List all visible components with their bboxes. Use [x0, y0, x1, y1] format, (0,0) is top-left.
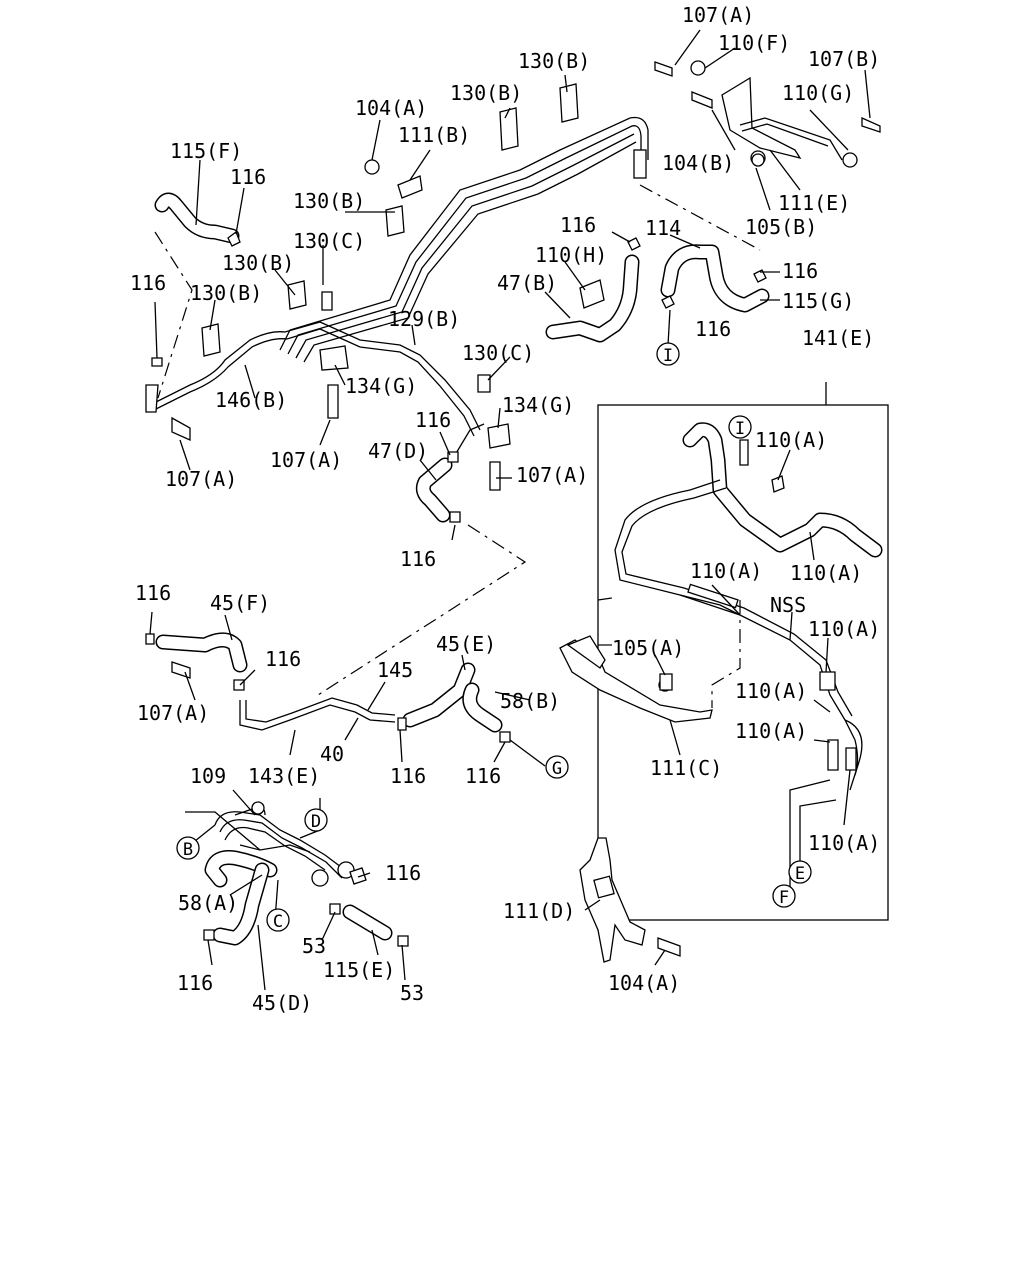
label-107a-r: 107(A): [516, 463, 588, 487]
label-110a-5: 110(A): [735, 679, 807, 703]
assembly-109: [214, 801, 355, 887]
label-145: 145: [377, 658, 413, 682]
callout-markers: I I G D B C E F: [176, 342, 812, 932]
connector-lines: [154, 184, 761, 708]
label-104a-bot: 104(A): [608, 971, 680, 995]
label-110g: 110(G): [782, 81, 854, 105]
tube-141e-loop: [614, 479, 859, 776]
tube-146b: [149, 321, 481, 431]
label-110a-4: 110(A): [808, 617, 880, 641]
label-130b-4: 130(B): [222, 251, 294, 275]
label-53-2: 53: [400, 981, 424, 1005]
svg-text:I: I: [663, 346, 673, 366]
label-114: 114: [645, 216, 681, 240]
label-143e: 143(E): [248, 764, 320, 788]
label-107b: 107(B): [808, 47, 880, 71]
label-130c-2: 130(C): [462, 341, 534, 365]
label-111e: 111(E): [778, 191, 850, 215]
label-116-d: 116: [130, 271, 166, 295]
svg-text:E: E: [795, 864, 805, 884]
label-130b-2: 130(B): [450, 81, 522, 105]
label-130b-1: 130(B): [518, 49, 590, 73]
label-116-e: 116: [695, 317, 731, 341]
label-40: 40: [320, 742, 344, 766]
label-107a-left: 107(A): [165, 467, 237, 491]
label-134g-2: 134(G): [502, 393, 574, 417]
label-45f: 45(F): [210, 591, 270, 615]
label-111d: 111(D): [503, 899, 575, 923]
label-110a-3: 110(A): [790, 561, 862, 585]
label-107a-top: 107(A): [682, 3, 754, 27]
callout-d: D: [304, 808, 328, 832]
tube-143e: [239, 700, 396, 731]
label-141e: 141(E): [802, 326, 874, 350]
label-107a-low: 107(A): [137, 701, 209, 725]
label-110f: 110(F): [718, 31, 790, 55]
label-116-i: 116: [265, 647, 301, 671]
label-116-a: 116: [230, 165, 266, 189]
callout-i-top: I: [656, 342, 680, 366]
svg-text:I: I: [735, 419, 745, 439]
label-130b-3: 130(B): [293, 189, 365, 213]
label-111c: 111(C): [650, 756, 722, 780]
label-104b: 104(B): [662, 151, 734, 175]
callout-c: C: [266, 908, 290, 932]
label-110a-7: 110(A): [808, 831, 880, 855]
label-110a-6: 110(A): [735, 719, 807, 743]
label-116-j: 116: [390, 764, 426, 788]
label-105b: 105(B): [745, 215, 817, 239]
label-146b: 146(B): [215, 388, 287, 412]
label-109: 109: [190, 764, 226, 788]
label-134g-1: 134(G): [345, 374, 417, 398]
callout-b: B: [176, 836, 200, 860]
label-129b: 129(B): [388, 307, 460, 331]
callout-f: F: [772, 884, 796, 908]
tube-end-fitting: [633, 149, 647, 179]
label-115f: 115(F): [170, 139, 242, 163]
label-115e: 115(E): [323, 958, 395, 982]
main-tube-assembly: [279, 116, 649, 363]
label-45e: 45(E): [436, 632, 496, 656]
label-104a-top: 104(A): [355, 96, 427, 120]
label-110h: 110(H): [535, 243, 607, 267]
leader-lines: [149, 29, 871, 991]
label-116-f: 116: [415, 408, 451, 432]
label-111b: 111(B): [398, 123, 470, 147]
bracket-111d: [579, 837, 646, 963]
label-110a-2: 110(A): [690, 559, 762, 583]
label-115g: 115(G): [782, 289, 854, 313]
label-116-l: 116: [385, 861, 421, 885]
label-116-b: 116: [560, 213, 596, 237]
label-105a: 105(A): [612, 636, 684, 660]
label-116-g: 116: [400, 547, 436, 571]
label-130b-5: 130(B): [190, 281, 262, 305]
label-110a-1: 110(A): [755, 428, 827, 452]
label-47d: 47(D): [368, 439, 428, 463]
label-45d: 45(D): [252, 991, 312, 1015]
label-116-h: 116: [135, 581, 171, 605]
svg-text:F: F: [779, 888, 789, 908]
fasteners: [145, 60, 881, 957]
svg-text:G: G: [552, 759, 562, 779]
callout-i-box: I: [728, 415, 752, 439]
svg-text:B: B: [183, 840, 193, 860]
label-116-m: 116: [177, 971, 213, 995]
label-116-c: 116: [782, 259, 818, 283]
callout-e: E: [788, 860, 812, 884]
label-58b: 58(B): [500, 689, 560, 713]
label-53-1: 53: [302, 934, 326, 958]
label-130c-1: 130(C): [293, 229, 365, 253]
label-58a: 58(A): [178, 891, 238, 915]
label-107a-mid: 107(A): [270, 448, 342, 472]
label-47b: 47(B): [497, 271, 557, 295]
label-116-k: 116: [465, 764, 501, 788]
callout-g: G: [545, 755, 569, 779]
svg-text:D: D: [311, 812, 321, 832]
part-labels: 107(A) 110(F) 107(B) 130(B) 130(B) 110(G…: [130, 3, 880, 1015]
svg-text:C: C: [273, 912, 283, 932]
label-nss: NSS: [770, 593, 806, 617]
